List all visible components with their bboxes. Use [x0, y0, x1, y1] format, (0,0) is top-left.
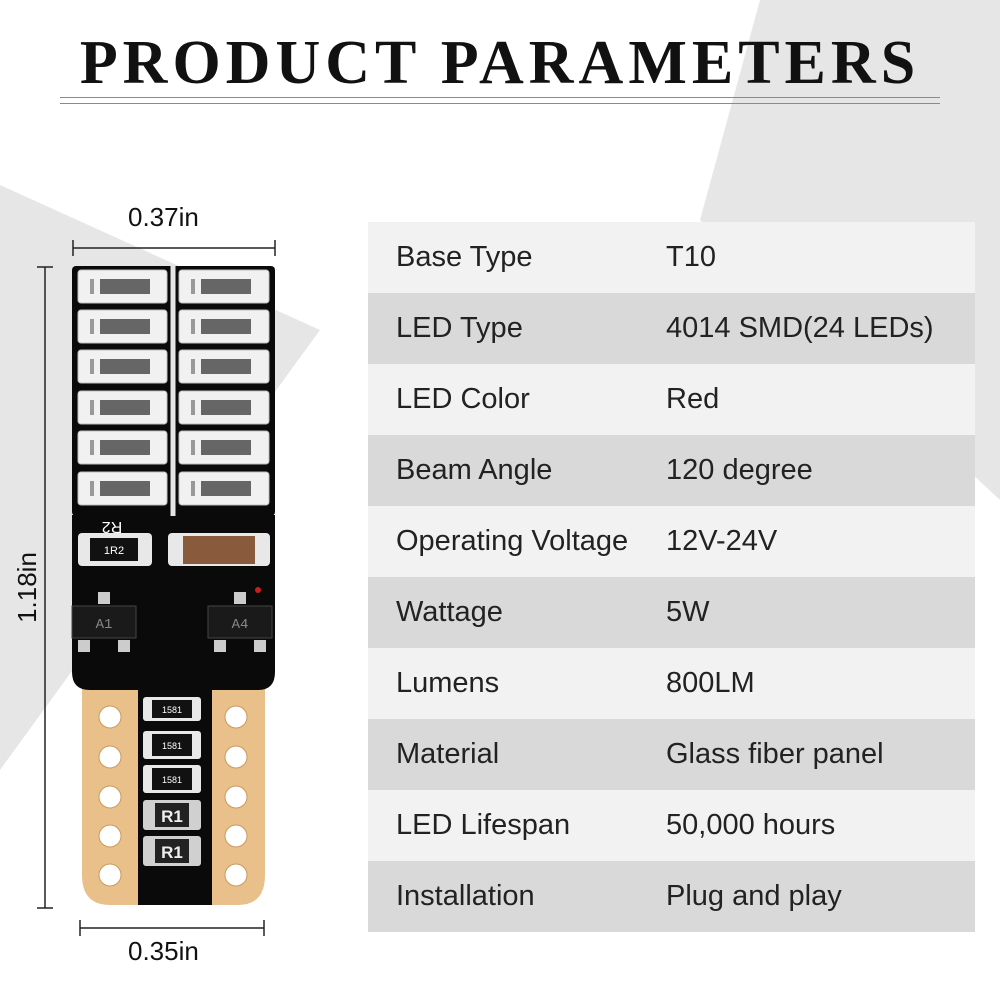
- spec-label: Beam Angle: [396, 454, 553, 486]
- spec-row: Wattage 5W: [368, 577, 975, 648]
- spec-row: Operating Voltage 12V-24V: [368, 506, 975, 577]
- spec-label: Operating Voltage: [396, 525, 629, 557]
- pcb-label-1r2: 1R2: [104, 545, 124, 557]
- spec-value: Plug and play: [666, 880, 842, 912]
- transistor-a4: A4: [207, 592, 273, 652]
- spec-label: Base Type: [396, 241, 533, 273]
- svg-text:A4: A4: [232, 617, 249, 633]
- title-rule-bottom: [60, 103, 940, 104]
- led-chips: [77, 269, 270, 506]
- spec-label: LED Type: [396, 312, 523, 344]
- transistor-a1: A1: [71, 592, 137, 652]
- spec-table: Base Type T10 LED Type 4014 SMD(24 LEDs)…: [368, 222, 975, 932]
- title-rule-top: [60, 97, 940, 98]
- spec-value: 12V-24V: [666, 525, 778, 557]
- svg-text:A1: A1: [96, 617, 113, 633]
- dimension-top-width: 0.37in: [128, 202, 199, 232]
- spec-value: 5W: [666, 596, 710, 628]
- pcb-label-r2-flipped: R2: [102, 518, 123, 535]
- spec-value: 50,000 hours: [666, 809, 836, 841]
- spec-value: 120 degree: [666, 454, 813, 486]
- spec-label: Lumens: [396, 667, 500, 699]
- contact-holes: [98, 705, 248, 887]
- spec-label: Installation: [396, 880, 535, 912]
- spec-label: Wattage: [396, 596, 503, 628]
- spec-value: T10: [666, 241, 716, 273]
- stem-resistors: 1581 1581 1581 R1 R1: [143, 697, 201, 866]
- spec-row: Lumens 800LM: [368, 648, 975, 719]
- spec-row: LED Type 4014 SMD(24 LEDs): [368, 293, 975, 364]
- spec-row: LED Lifespan 50,000 hours: [368, 790, 975, 861]
- page-title: PRODUCT PARAMETERS: [79, 29, 921, 97]
- svg-text:R1: R1: [161, 807, 183, 826]
- spec-value: 4014 SMD(24 LEDs): [666, 312, 934, 344]
- spec-value: Glass fiber panel: [666, 738, 884, 770]
- spec-row: Installation Plug and play: [368, 861, 975, 932]
- spec-label: Material: [396, 738, 500, 770]
- spec-value: Red: [666, 383, 720, 415]
- spec-row: Base Type T10: [368, 222, 975, 293]
- dimension-lines: [37, 240, 276, 936]
- spec-row: Beam Angle 120 degree: [368, 435, 975, 506]
- svg-text:1581: 1581: [162, 741, 182, 751]
- spec-value: 800LM: [666, 667, 755, 699]
- spec-label: LED Color: [396, 383, 530, 415]
- svg-text:1581: 1581: [162, 775, 182, 785]
- spec-row: Material Glass fiber panel: [368, 719, 975, 790]
- spec-label: LED Lifespan: [396, 809, 571, 841]
- svg-text:1581: 1581: [162, 705, 182, 715]
- dimension-bottom-width: 0.35in: [128, 936, 199, 966]
- spec-row: LED Color Red: [368, 364, 975, 435]
- svg-text:R1: R1: [161, 843, 183, 862]
